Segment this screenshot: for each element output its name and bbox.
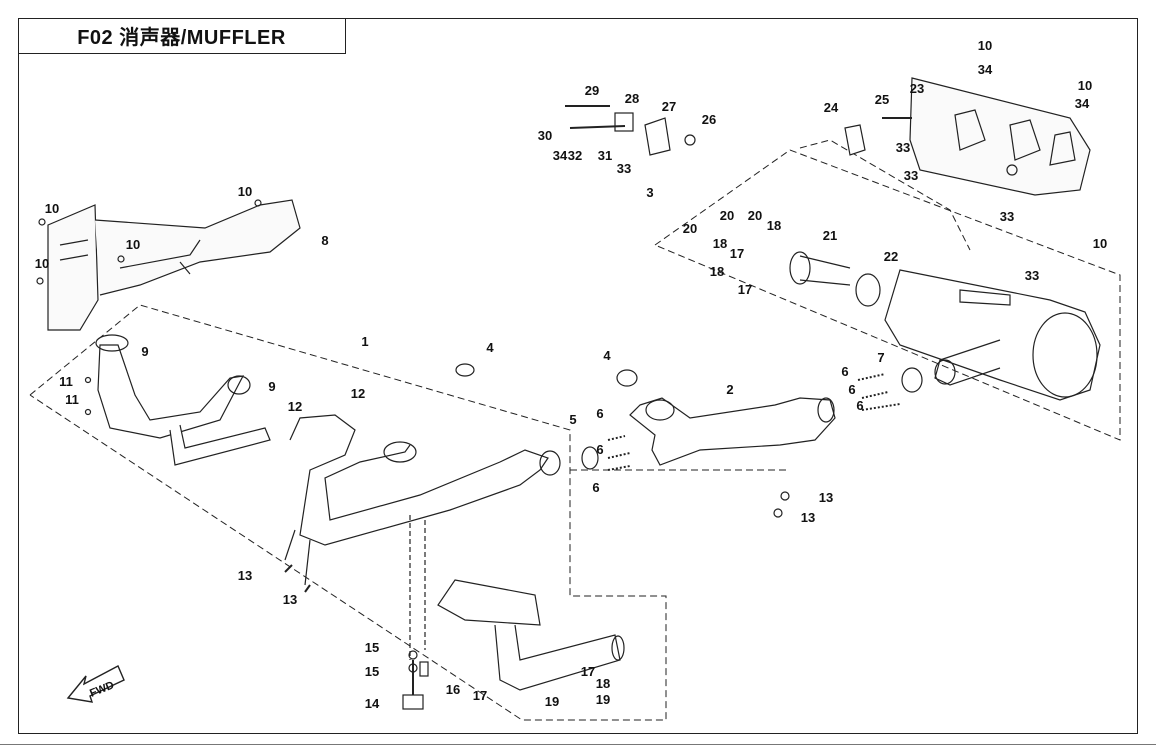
callout-9: 9	[268, 379, 275, 394]
misc-fasteners	[284, 564, 429, 710]
callout-19: 19	[596, 692, 610, 707]
callout-33: 33	[1000, 209, 1014, 224]
callout-10: 10	[238, 184, 252, 199]
callout-20: 20	[720, 208, 734, 223]
callout-19: 19	[545, 694, 559, 709]
callout-5: 5	[569, 412, 576, 427]
callout-18: 18	[767, 218, 781, 233]
diagram-title: F02 消声器/MUFFLER	[77, 27, 286, 49]
callout-23: 23	[910, 81, 924, 96]
callout-20: 20	[748, 208, 762, 223]
callout-13: 13	[801, 510, 815, 525]
callout-33: 33	[617, 161, 631, 176]
callout-13: 13	[283, 592, 297, 607]
callout-24: 24	[824, 100, 839, 115]
callout-13: 13	[238, 568, 252, 583]
outline-group-3	[654, 149, 1121, 441]
callout-4: 4	[486, 340, 494, 355]
mount-hardware-27-31	[565, 105, 912, 156]
callout-10: 10	[45, 201, 59, 216]
callout-12: 12	[351, 386, 365, 401]
callout-10: 10	[35, 256, 49, 271]
callout-16: 16	[446, 682, 460, 697]
callout-6: 6	[848, 382, 855, 397]
callout-2: 2	[726, 382, 733, 397]
callout-6: 6	[856, 398, 863, 413]
callout-29: 29	[585, 83, 599, 98]
callout-17: 17	[581, 664, 595, 679]
callout-18: 18	[710, 264, 724, 279]
heat-shield-part-23	[909, 77, 1091, 196]
callout-17: 17	[738, 282, 752, 297]
callout-32: 32	[568, 148, 582, 163]
muffler-body-part-3	[884, 269, 1101, 401]
callout-3: 3	[646, 185, 653, 200]
callout-12: 12	[288, 399, 302, 414]
callout-10: 10	[126, 237, 140, 252]
callout-10: 10	[1078, 78, 1092, 93]
callout-21: 21	[823, 228, 837, 243]
bottom-rule	[0, 744, 1156, 745]
diagram-border	[18, 18, 1138, 734]
callout-10: 10	[978, 38, 992, 53]
callout-6: 6	[841, 364, 848, 379]
outline-group-1	[29, 304, 667, 721]
callout-15: 15	[365, 640, 379, 655]
mid-pipe-part-2	[629, 397, 836, 518]
callout-4: 4	[603, 348, 611, 363]
callout-27: 27	[662, 99, 676, 114]
callout-15: 15	[365, 664, 379, 679]
callout-20: 20	[683, 221, 697, 236]
callout-18: 18	[713, 236, 727, 251]
exhaust-pipe-part-1	[284, 414, 625, 691]
callout-6: 6	[596, 406, 603, 421]
callout-31: 31	[598, 148, 612, 163]
callout-30: 30	[538, 128, 552, 143]
callout-7: 7	[877, 350, 884, 365]
fwd-arrow	[66, 665, 125, 703]
callout-34: 34	[1075, 96, 1090, 111]
callout-33: 33	[904, 168, 918, 183]
outline-heat-shield	[799, 139, 971, 251]
callout-18: 18	[596, 676, 610, 691]
callout-6: 6	[592, 480, 599, 495]
callout-28: 28	[625, 91, 639, 106]
front-head-pipe-assembly	[84, 334, 271, 466]
tail-tube-part-21	[789, 251, 881, 307]
gaskets-and-springs	[455, 363, 923, 471]
callout-11: 11	[59, 374, 73, 389]
callout-34: 34	[553, 148, 568, 163]
callout-14: 14	[365, 696, 380, 711]
callout-1: 1	[361, 334, 368, 349]
callout-34: 34	[978, 62, 993, 77]
callout-9: 9	[141, 344, 148, 359]
callout-17: 17	[473, 688, 487, 703]
callout-26: 26	[702, 112, 716, 127]
callout-25: 25	[875, 92, 889, 107]
rear-heat-shield-part-8	[36, 199, 301, 331]
callout-22: 22	[884, 249, 898, 264]
callout-8: 8	[321, 233, 328, 248]
group-dashed-outlines	[29, 139, 1121, 721]
callout-13: 13	[819, 490, 833, 505]
callout-33: 33	[896, 140, 910, 155]
callout-10: 10	[1093, 236, 1107, 251]
callout-11: 11	[65, 392, 79, 407]
title-box: F02 消声器/MUFFLER	[18, 18, 346, 54]
callout-17: 17	[730, 246, 744, 261]
callout-33: 33	[1025, 268, 1039, 283]
callout-6: 6	[596, 442, 603, 457]
